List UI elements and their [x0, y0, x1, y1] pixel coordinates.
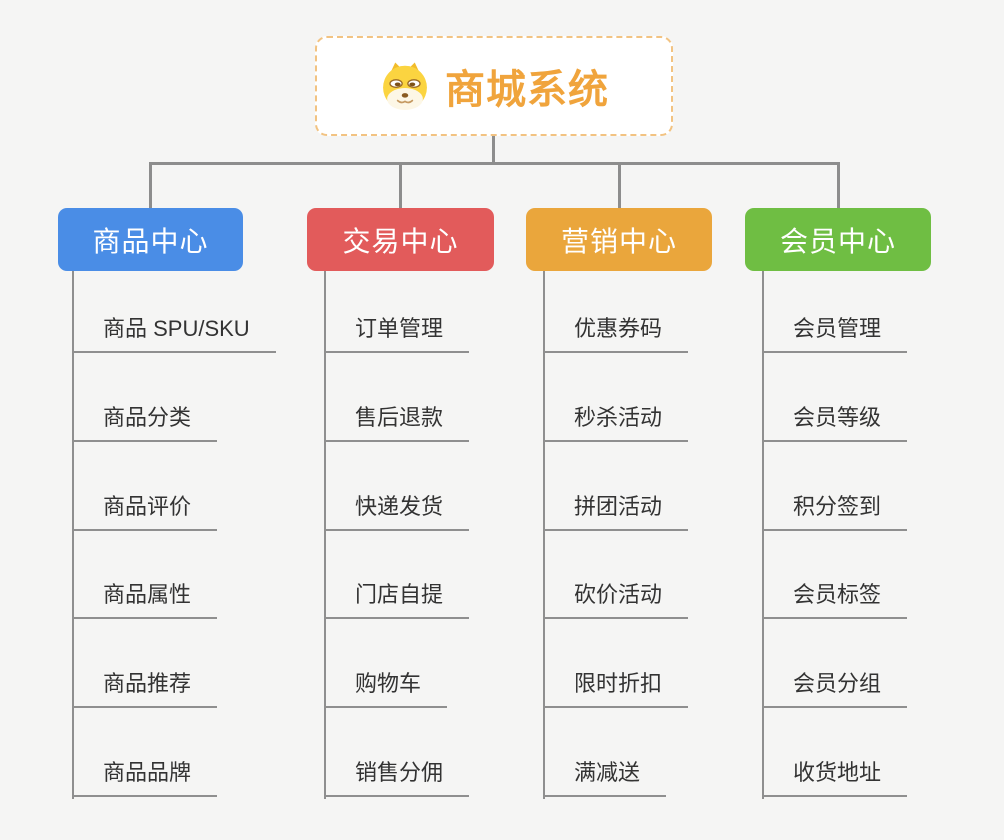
connector-branch-rail	[543, 271, 545, 799]
connector-horizontal-bar	[149, 162, 840, 165]
branch-header-marketing-center[interactable]: 营销中心	[526, 208, 712, 271]
connector-branch-drop	[836, 162, 840, 208]
subtopic-member-center-2[interactable]: 会员等级	[762, 402, 908, 442]
subtopic-marketing-center-6[interactable]: 满减送	[543, 757, 667, 797]
subtopic-trade-center-6[interactable]: 销售分佣	[324, 757, 470, 797]
subtopic-product-center-5[interactable]: 商品推荐	[72, 668, 218, 708]
subtopic-product-center-1[interactable]: 商品 SPU/SKU	[72, 313, 276, 353]
subtopic-product-center-3[interactable]: 商品评价	[72, 491, 218, 531]
subtopic-trade-center-2[interactable]: 售后退款	[324, 402, 470, 442]
connector-branch-drop	[149, 162, 152, 208]
subtopic-product-center-4[interactable]: 商品属性	[72, 579, 218, 619]
branch-label: 商品中心	[92, 225, 209, 257]
subtopic-member-center-5[interactable]: 会员分组	[762, 668, 908, 708]
subtopic-marketing-center-3[interactable]: 拼团活动	[543, 491, 689, 531]
root-topic[interactable]: 商城系统	[315, 36, 673, 136]
branch-label: 交易中心	[342, 225, 459, 257]
subtopic-product-center-2[interactable]: 商品分类	[72, 402, 218, 442]
subtopic-trade-center-3[interactable]: 快递发货	[324, 491, 470, 531]
root-topic-label: 商城系统	[445, 68, 609, 112]
subtopic-member-center-3[interactable]: 积分签到	[762, 491, 908, 531]
connector-root-stem	[492, 136, 495, 163]
subtopic-marketing-center-5[interactable]: 限时折扣	[543, 668, 689, 708]
branch-header-member-center[interactable]: 会员中心	[745, 208, 931, 271]
subtopic-trade-center-5[interactable]: 购物车	[324, 668, 448, 708]
subtopic-marketing-center-4[interactable]: 砍价活动	[543, 579, 689, 619]
connector-branch-drop	[399, 162, 402, 208]
subtopic-product-center-6[interactable]: 商品品牌	[72, 757, 218, 797]
subtopic-member-center-4[interactable]: 会员标签	[762, 579, 908, 619]
connector-branch-rail	[324, 271, 326, 799]
connector-branch-rail	[762, 271, 764, 799]
subtopic-marketing-center-1[interactable]: 优惠券码	[543, 313, 689, 353]
branch-label: 会员中心	[779, 225, 896, 257]
subtopic-member-center-6[interactable]: 收货地址	[762, 757, 908, 797]
connector-branch-rail	[72, 271, 74, 799]
branch-header-product-center[interactable]: 商品中心	[58, 208, 243, 271]
subtopic-member-center-1[interactable]: 会员管理	[762, 313, 908, 353]
subtopic-trade-center-4[interactable]: 门店自提	[324, 579, 470, 619]
subtopic-marketing-center-2[interactable]: 秒杀活动	[543, 402, 689, 442]
connector-branch-drop	[617, 162, 621, 208]
subtopic-trade-center-1[interactable]: 订单管理	[324, 313, 470, 353]
branch-label: 营销中心	[560, 225, 677, 257]
doge-icon	[379, 60, 431, 112]
branch-header-trade-center[interactable]: 交易中心	[307, 208, 494, 271]
